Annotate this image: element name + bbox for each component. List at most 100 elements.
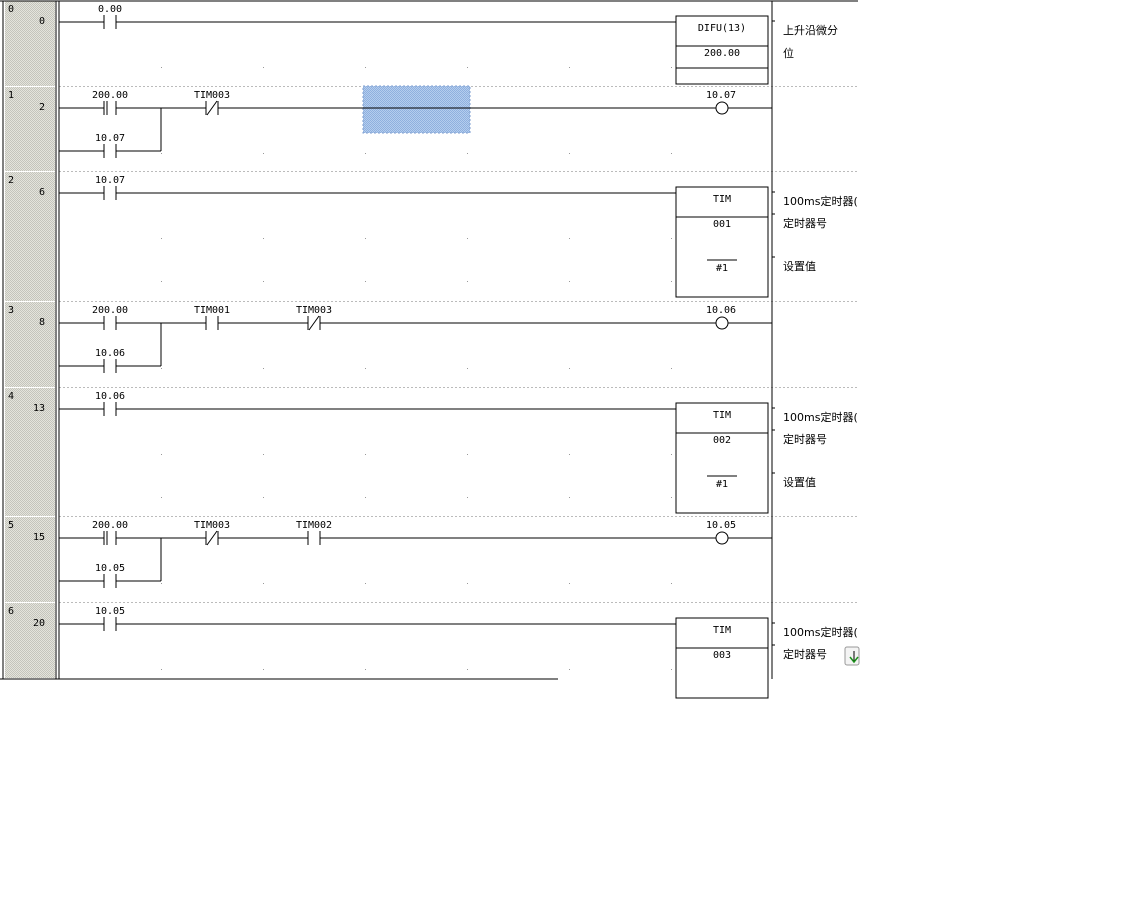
rung-separator-dash — [283, 86, 285, 87]
rung-separator-dash — [831, 387, 833, 388]
rung-separator-dash — [519, 516, 521, 517]
rung-separator-dash — [411, 516, 413, 517]
rung-number-cell[interactable]: 620 — [5, 603, 55, 678]
grid-dot — [671, 153, 672, 154]
rung-separator-dash — [715, 301, 717, 302]
rung-separator-dash — [103, 516, 105, 517]
operand-comment: 位 — [783, 46, 794, 60]
rung-separator-dash — [631, 516, 633, 517]
output-coil[interactable]: 10.06 — [706, 305, 736, 330]
rung-separator-dash — [379, 171, 381, 172]
rung-number-cell[interactable]: 26 — [5, 172, 55, 301]
rung-separator-dash — [159, 171, 161, 172]
rung-separator-dash — [611, 301, 613, 302]
contact[interactable]: 10.06 — [95, 391, 125, 416]
rung-number-cell[interactable]: 413 — [5, 388, 55, 516]
rung-separator-dash — [63, 301, 65, 302]
output-coil[interactable]: 10.07 — [706, 90, 736, 115]
contact[interactable]: 200.00 — [92, 90, 128, 115]
contact[interactable]: TIM003 — [194, 520, 230, 546]
rung-separator-dash — [623, 387, 625, 388]
rung-separator-dash — [627, 516, 629, 517]
rung-separator-dash — [799, 301, 801, 302]
rung-separator-dash — [211, 171, 213, 172]
contact[interactable]: TIM001 — [194, 305, 230, 330]
rung-separator-dash — [431, 602, 433, 603]
rung-separator-dash — [719, 86, 721, 87]
rung-separator-dash — [351, 516, 353, 517]
rung-separator-dash — [555, 171, 557, 172]
rung-separator-dash — [279, 516, 281, 517]
contact[interactable]: 200.00 — [92, 520, 128, 545]
rung-separator-dash — [279, 171, 281, 172]
contact[interactable]: TIM002 — [296, 520, 332, 545]
rung[interactable]: 200.00 TIM001 TIM003 10.06 10.06 — [59, 305, 772, 373]
timer-block[interactable]: TIM002#1 — [675, 402, 769, 514]
instruction-block[interactable]: DIFU(13)200.00 — [675, 15, 769, 85]
rung-separator-dash — [547, 516, 549, 517]
rung-separator-dash — [831, 171, 833, 172]
rung-separator-dash — [767, 301, 769, 302]
rung-separator-dash — [111, 301, 113, 302]
rung-number-cell[interactable]: 00 — [5, 1, 55, 86]
rung-separator-dash — [275, 602, 277, 603]
grid-dot — [671, 67, 672, 68]
rung-separator-dash — [663, 602, 665, 603]
rung-separator-dash — [671, 171, 673, 172]
timer-block[interactable]: TIM003 — [675, 617, 769, 699]
rung-separator-dash — [335, 516, 337, 517]
rung-separator-dash — [599, 516, 601, 517]
branch-contact[interactable]: 10.07 — [95, 133, 125, 158]
rung-separator-dash — [267, 516, 269, 517]
rung-separator-dash — [643, 86, 645, 87]
branch-contact[interactable]: 10.06 — [95, 348, 125, 373]
branch-contact[interactable]: 10.05 — [95, 563, 125, 588]
rung-separator-dash — [811, 602, 813, 603]
rung-separator-dash — [675, 301, 677, 302]
rung-separator-dash — [555, 86, 557, 87]
rung-separator-dash — [423, 387, 425, 388]
rung[interactable]: 200.00 TIM003 TIM002 10.05 10.05 — [59, 520, 772, 588]
rung[interactable]: 200.00 TIM003 10.07 10.07 — [59, 85, 772, 158]
rung-separator-dash — [591, 86, 593, 87]
rung-separator-dash — [215, 171, 217, 172]
rung-separator-dash — [851, 602, 853, 603]
rung-separator-dash — [379, 387, 381, 388]
rung-separator-dash — [155, 387, 157, 388]
contact[interactable]: 10.07 — [95, 175, 125, 200]
contact[interactable]: 10.05 — [95, 606, 125, 631]
rung-separator-dash — [647, 86, 649, 87]
rung-separator-dash — [407, 387, 409, 388]
coil-label: 10.07 — [706, 90, 736, 101]
contact[interactable]: 200.00 — [92, 305, 128, 330]
rung-separator-dash — [415, 602, 417, 603]
rung-number-cell[interactable]: 38 — [5, 302, 55, 387]
output-coil[interactable]: 10.05 — [706, 520, 736, 545]
rung-number-cell[interactable]: 515 — [5, 517, 55, 602]
rung-separator-dash — [795, 86, 797, 87]
cell-selection[interactable] — [362, 85, 471, 134]
contact[interactable]: 0.00 — [98, 4, 122, 29]
rung-separator-dash — [811, 86, 813, 87]
rung-separator-dash — [579, 516, 581, 517]
timer-block[interactable]: TIM001#1 — [675, 186, 769, 298]
rung-separator-dash — [391, 171, 393, 172]
contact[interactable]: TIM003 — [296, 305, 332, 331]
rung-separator-dash — [731, 86, 733, 87]
contact[interactable]: TIM003 — [194, 90, 230, 116]
rung-separator-dash — [267, 301, 269, 302]
rung-separator-dash — [119, 301, 121, 302]
rung-separator-dash — [775, 516, 777, 517]
rung-number-cell[interactable]: 12 — [5, 87, 55, 171]
scroll-down-button[interactable] — [844, 646, 860, 666]
rung-separator-dash — [447, 387, 449, 388]
rung-separator-dash — [311, 516, 313, 517]
rung-separator-dash — [739, 602, 741, 603]
rung-separator-dash — [99, 516, 101, 517]
